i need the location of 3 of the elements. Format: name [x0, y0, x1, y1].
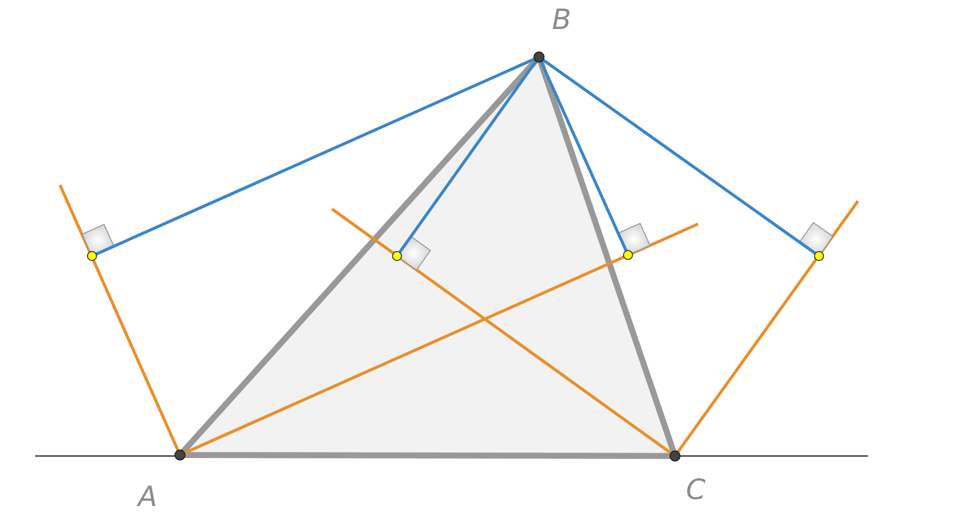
point-label: B [552, 6, 572, 34]
point-label: C [686, 476, 706, 504]
point-label: A [138, 483, 158, 511]
